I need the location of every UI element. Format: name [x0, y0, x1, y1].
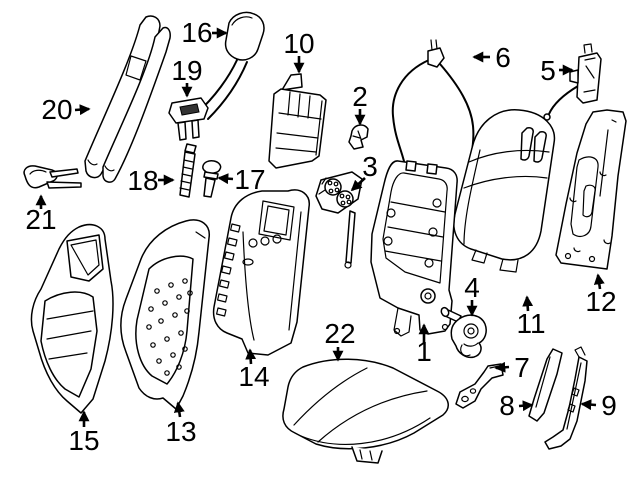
callout-5: 5: [540, 55, 574, 86]
callout-15-number: 15: [68, 425, 99, 456]
callout-12-number: 12: [585, 286, 616, 317]
callout-21-number: 21: [25, 204, 56, 235]
callout-3-arrow: [350, 177, 366, 192]
callout-7-arrow: [494, 361, 510, 373]
callout-8-arrow: [518, 400, 534, 412]
callout-17-arrow: [217, 173, 234, 185]
callout-12: 12: [585, 273, 617, 317]
callout-7: 7: [494, 352, 530, 383]
part-17-bolt-drawing: [202, 160, 222, 198]
callout-9-arrow: [580, 399, 597, 411]
part-12-back-panel-drawing: [555, 109, 627, 270]
callout-8-number: 8: [499, 390, 515, 421]
callout-17-number: 17: [234, 164, 265, 195]
callout-20-number: 20: [41, 94, 72, 125]
callout-14-number: 14: [238, 361, 269, 392]
callout-18: 18: [127, 165, 175, 196]
callout-9: 9: [580, 390, 617, 421]
callout-16-number: 16: [181, 17, 212, 48]
callout-13-number: 13: [165, 416, 196, 447]
callout-15: 15: [68, 410, 100, 456]
callout-13: 13: [165, 401, 197, 447]
part-20-side-trim-drawing: [84, 15, 171, 183]
callout-6: 6: [472, 42, 511, 73]
part-10-back-panel-frame-drawing: [268, 73, 327, 169]
part-9-trim-strip-foot-drawing: [544, 346, 588, 450]
part-13-dotted-pad-drawing: [120, 219, 210, 410]
part-15-bolster-cover-drawing: [30, 223, 114, 414]
callout-21: 21: [25, 194, 57, 235]
callout-9-number: 9: [601, 390, 617, 421]
part-3-adjuster-plate-drawing: [315, 171, 363, 269]
callout-11: 11: [516, 295, 546, 339]
part-18-guide-rail-drawing: [179, 143, 197, 198]
callout-2-number: 2: [352, 81, 368, 112]
callout-22: 22: [324, 318, 356, 362]
callout-14-arrow: [245, 348, 257, 365]
callout-17: 17: [217, 164, 266, 195]
callout-7-number: 7: [514, 352, 530, 383]
part-19-headrest-guide-drawing: [168, 97, 209, 141]
callout-3-number: 3: [362, 151, 378, 182]
callout-22-number: 22: [324, 318, 355, 349]
callout-18-number: 18: [127, 165, 158, 196]
part-22-seat-cushion-drawing: [282, 358, 449, 464]
part-21-release-lever-drawing: [23, 165, 82, 189]
callout-11-number: 11: [516, 308, 545, 339]
callout-5-number: 5: [540, 55, 556, 86]
callout-11-arrow: [522, 295, 534, 312]
callout-1: 1: [416, 323, 432, 367]
callout-19: 19: [171, 55, 203, 98]
callout-2: 2: [352, 81, 368, 126]
part-11-seat-back-cover-drawing: [453, 109, 556, 273]
callout-4: 4: [464, 272, 480, 317]
callout-13-arrow: [173, 401, 185, 418]
callout-20-arrow: [74, 104, 91, 116]
callout-3: 3: [350, 151, 378, 192]
callout-14: 14: [238, 348, 270, 392]
callout-10: 10: [283, 28, 315, 74]
part-5-lock-latch-drawing: [543, 43, 602, 121]
part-14-backrest-pad-drawing: [212, 189, 310, 356]
part-2-clip-drawing: [348, 124, 369, 150]
callout-10-number: 10: [283, 28, 314, 59]
part-1-seat-back-frame-drawing: [370, 160, 458, 337]
callout-8: 8: [499, 390, 534, 421]
callout-19-number: 19: [171, 55, 202, 86]
callout-12-arrow: [593, 273, 605, 290]
callout-1-number: 1: [416, 336, 432, 367]
part-4-recliner-mechanism-drawing: [440, 306, 487, 359]
callout-4-number: 4: [464, 272, 480, 303]
callout-6-number: 6: [495, 42, 511, 73]
part-7-bracket-drawing: [455, 363, 504, 409]
callout-20: 20: [41, 94, 91, 125]
part-8-trim-strip-drawing: [528, 348, 563, 422]
callout-16: 16: [181, 17, 228, 48]
